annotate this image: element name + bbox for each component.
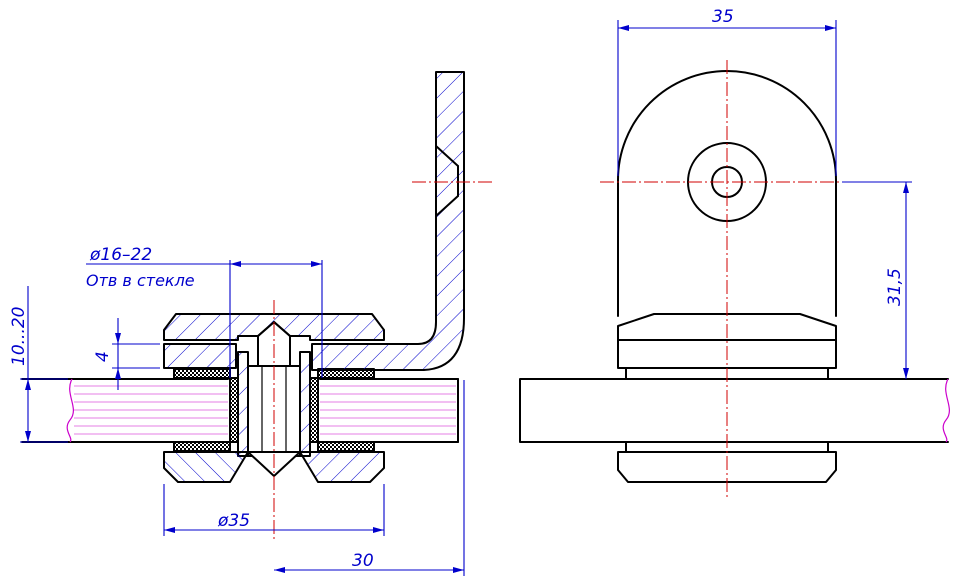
side-bottom-cap <box>617 451 837 483</box>
side-dimensions <box>617 20 912 379</box>
bushing <box>237 351 311 457</box>
break-line-left <box>66 378 75 443</box>
hole-diameter-label: ø16–22 <box>89 245 152 265</box>
height-label: 31,5 <box>885 268 905 306</box>
gasket-thickness-label: 4 <box>93 351 113 362</box>
top-cap <box>163 313 385 341</box>
section-labels: ø16–22 Отв в стекле 10...20 4 ø35 30 <box>9 245 374 571</box>
break-line-right <box>942 378 951 443</box>
hole-note-label: Отв в стекле <box>86 271 195 290</box>
section-dimensions <box>20 260 465 576</box>
glass-thickness-label: 10...20 <box>9 307 29 366</box>
side-labels: 35 31,5 <box>712 7 905 306</box>
upper-washers <box>163 343 237 369</box>
glass-grain-lines <box>74 385 456 435</box>
side-glass <box>519 378 949 443</box>
width-label: 35 <box>712 7 734 27</box>
clamp-diameter-label: ø35 <box>217 511 250 531</box>
l-bracket <box>311 71 465 371</box>
side-view <box>519 60 951 500</box>
section-view <box>21 71 492 540</box>
offset-label: 30 <box>352 551 374 571</box>
